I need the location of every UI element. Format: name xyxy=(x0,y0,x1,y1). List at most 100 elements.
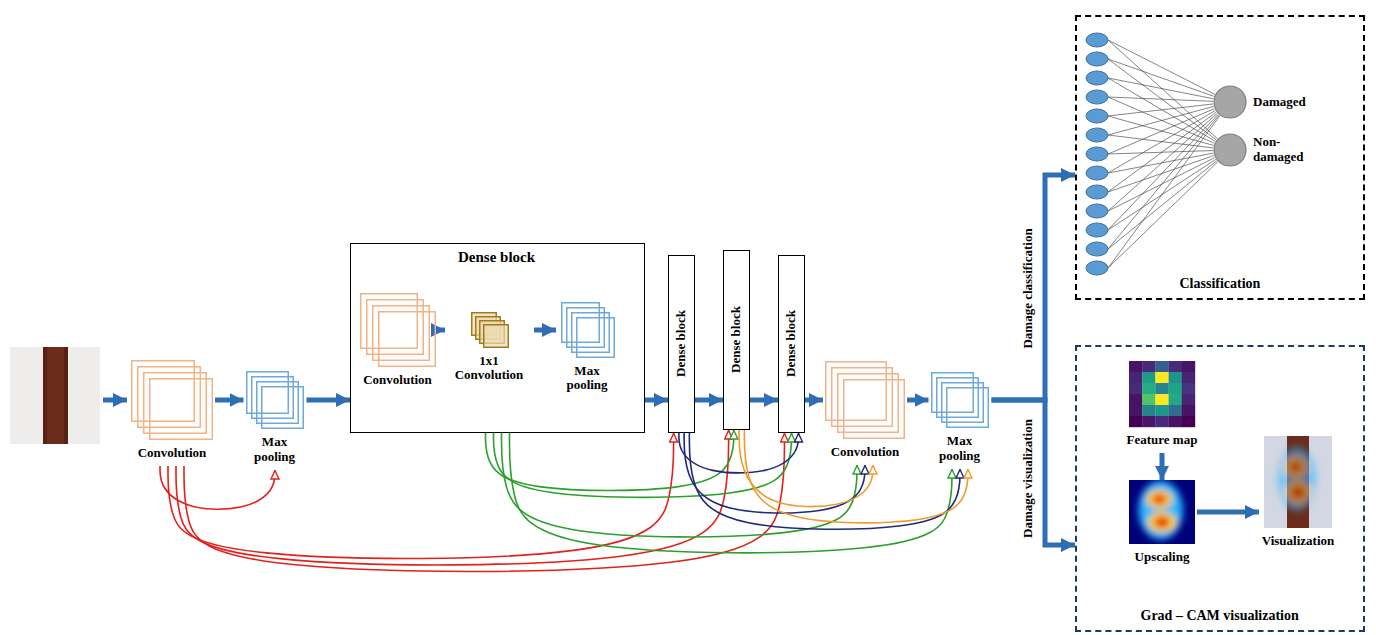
heatmap-blob xyxy=(1152,494,1167,504)
feature-map-cell xyxy=(1182,383,1195,394)
feature-map-cell xyxy=(1142,394,1155,405)
input-neuron xyxy=(1086,223,1108,237)
flow-arrow xyxy=(1197,510,1259,515)
connection-line xyxy=(1108,109,1214,154)
conv-layer: Convolution xyxy=(129,360,215,466)
overlay-blob xyxy=(1286,481,1311,503)
feature-map-cell xyxy=(1155,416,1168,427)
connection-line xyxy=(1108,111,1215,173)
conv-1x1-layer: 1x1 Convolution xyxy=(445,312,534,389)
neuron-circle xyxy=(1214,86,1246,118)
feature-map-cell xyxy=(1129,372,1142,383)
conv-layer: Convolution xyxy=(358,293,438,393)
feature-map-cell xyxy=(1155,361,1168,372)
layer-stack xyxy=(131,360,213,440)
dense-block: Dense blockConvolution1x1 ConvolutionMax… xyxy=(350,243,645,433)
flow-arrow xyxy=(1160,453,1165,480)
flow-arrow xyxy=(992,175,1076,400)
feature-square xyxy=(132,361,195,422)
flow-arrow xyxy=(695,398,723,403)
layer-label: Max pooling xyxy=(931,434,989,464)
skip-connection xyxy=(486,430,734,491)
connection-line xyxy=(1108,40,1215,94)
flow-arrow xyxy=(805,398,823,403)
feature-map-cell xyxy=(1155,372,1168,383)
block-title: Dense block xyxy=(728,306,743,373)
feature-square xyxy=(483,324,508,347)
feature-map-cell xyxy=(1169,361,1182,372)
flow-arrow xyxy=(992,400,1076,545)
dense-block: Dense block xyxy=(778,255,805,433)
feature-map-cell xyxy=(1129,416,1142,427)
block-title: Dense block xyxy=(673,310,688,377)
pooling-layer: Max pooling xyxy=(556,302,619,399)
feature-map-cell xyxy=(1129,394,1142,405)
connection-line xyxy=(1108,162,1218,268)
branch-label: Damage visualization xyxy=(1021,417,1036,540)
connection-line xyxy=(1108,40,1217,139)
connection-line xyxy=(1108,161,1217,249)
heatmap-blob xyxy=(1154,516,1170,528)
panel-box: ClassificationDamagedNon-damaged xyxy=(1075,15,1365,300)
layer-stack xyxy=(360,293,436,367)
input-neuron xyxy=(1086,90,1108,104)
layer-stack xyxy=(471,312,509,348)
branch-label: Damage classification xyxy=(1021,226,1036,350)
layer-stack xyxy=(246,371,304,429)
heatmap-blob xyxy=(1138,481,1183,540)
heatmap-blob xyxy=(1147,512,1176,532)
feature-square xyxy=(942,383,984,423)
image-panel: Feature map xyxy=(1124,361,1200,453)
connection-line xyxy=(1108,104,1213,116)
flow-arrow xyxy=(750,398,778,403)
overlay-blob xyxy=(1278,447,1316,511)
image-background xyxy=(10,347,100,444)
dense-block: Dense block xyxy=(723,250,750,430)
feature-square xyxy=(932,373,974,413)
feature-map-cell xyxy=(1142,405,1155,416)
input-neuron xyxy=(1086,128,1108,142)
skip-connection xyxy=(739,430,873,507)
connection-line xyxy=(1108,116,1220,268)
input-neuron xyxy=(1086,185,1108,199)
feature-map-cell xyxy=(1169,372,1182,383)
strap-shade xyxy=(64,347,68,444)
neuron-shape xyxy=(1213,85,1247,119)
input-neuron xyxy=(1086,52,1108,66)
pooling-layer: Max pooling xyxy=(244,371,307,470)
dense-block: Dense block xyxy=(668,255,695,433)
feature-square xyxy=(262,387,304,429)
feature-map-cell xyxy=(1182,405,1195,416)
feature-square xyxy=(360,293,417,348)
input-neuron xyxy=(1086,71,1108,85)
heatmap-blob xyxy=(1146,490,1172,509)
feature-square xyxy=(372,305,429,360)
layer-label: Convolution xyxy=(137,446,207,461)
panel-box: Grad – CAM visualizationFeature mapUpsca… xyxy=(1075,345,1365,632)
feature-map-cell xyxy=(1169,383,1182,394)
input-neuron xyxy=(1086,204,1108,218)
skip-connection xyxy=(744,430,968,523)
layer-stack xyxy=(931,372,989,428)
connection-line xyxy=(1108,78,1213,99)
layer-label: Convolution xyxy=(363,373,433,388)
feature-map-cell xyxy=(1169,394,1182,405)
image-label: Upscaling xyxy=(1134,550,1190,565)
block-title: Dense block xyxy=(783,310,798,377)
feature-map-cell xyxy=(1129,383,1142,394)
flow-arrow xyxy=(645,398,668,403)
feature-square xyxy=(378,311,435,366)
layer-label: Convolution xyxy=(830,445,900,460)
feature-map-cell xyxy=(1182,416,1195,427)
connection-line xyxy=(1108,78,1215,141)
feature-map-cell xyxy=(1129,361,1142,372)
skip-connection xyxy=(502,433,858,537)
image-label: Visualization xyxy=(1261,534,1335,549)
neuron-circle xyxy=(1214,134,1246,166)
input-neuron xyxy=(1086,242,1108,256)
input-neuron xyxy=(1086,261,1108,275)
overlay-blob xyxy=(1285,457,1307,478)
feature-map-cell xyxy=(1142,361,1155,372)
feature-map-cell xyxy=(1155,394,1168,405)
conv-layer: Convolution xyxy=(823,361,907,465)
